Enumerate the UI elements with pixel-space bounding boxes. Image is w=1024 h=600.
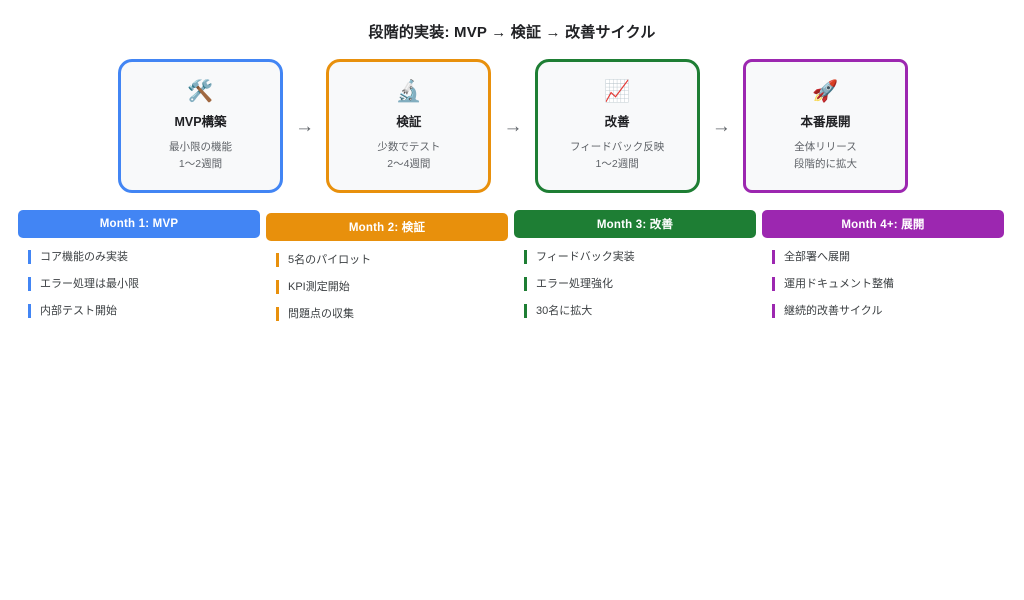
phase-subtext-line2: 段階的に拡大 (793, 158, 857, 170)
month-item-list: コア機能のみ実装 エラー処理は最小限 内部テスト開始 (18, 250, 260, 318)
month-item-list: 5名のパイロット KPI測定開始 問題点の収集 (266, 253, 508, 321)
hammer-and-wrench-icon: 🛠️ (187, 79, 214, 103)
phase-subtext: 最小限の機能 1〜2週間 (169, 139, 232, 173)
arrow-right-icon: → (711, 115, 731, 137)
phase-card-improvement[interactable]: 📈 改善 フィードバック反映 1〜2週間 (534, 59, 700, 193)
phase-subtext: フィードバック反映 1〜2週間 (570, 139, 664, 173)
phase-title: 検証 (396, 115, 422, 129)
month-banner[interactable]: Month 1: MVP (18, 210, 260, 238)
phase-subtext-line1: 少数でテスト (377, 141, 441, 153)
list-item: 内部テスト開始 (28, 304, 260, 318)
chart-increasing-icon: 📈 (604, 79, 631, 103)
list-item: 運用ドキュメント整備 (772, 277, 1004, 291)
list-item: エラー処理強化 (524, 277, 756, 291)
list-item: フィードバック実装 (524, 250, 756, 264)
phase-subtext-line2: 1〜2週間 (595, 158, 639, 170)
phase-card-production[interactable]: 🚀 本番展開 全体リリース 段階的に拡大 (742, 59, 908, 193)
list-item: コア機能のみ実装 (28, 250, 260, 264)
month-item-list: 全部署へ展開 運用ドキュメント整備 継続的改善サイクル (762, 250, 1004, 318)
month-item-list: フィードバック実装 エラー処理強化 30名に拡大 (514, 250, 756, 318)
list-item: 全部署へ展開 (772, 250, 1004, 264)
month-column-1: Month 1: MVP コア機能のみ実装 エラー処理は最小限 内部テスト開始 (18, 210, 260, 318)
month-column-4: Month 4+: 展開 全部署へ展開 運用ドキュメント整備 継続的改善サイクル (762, 210, 1004, 318)
phase-subtext-line1: 最小限の機能 (169, 141, 232, 153)
month-timeline-row: Month 1: MVP コア機能のみ実装 エラー処理は最小限 内部テスト開始 … (18, 210, 1006, 321)
phase-flow-row: 🛠️ MVP構築 最小限の機能 1〜2週間 → 🔬 検証 少数でテスト 2〜4週… (118, 57, 908, 195)
phase-subtext-line1: 全体リリース (794, 141, 857, 153)
list-item: エラー処理は最小限 (28, 277, 260, 291)
arrow-right-icon: → (295, 115, 315, 137)
page-title: 段階的実装: MVP → 検証 → 改善サイクル (368, 24, 656, 41)
list-item: 5名のパイロット (276, 253, 508, 267)
phase-subtext: 全体リリース 段階的に拡大 (794, 139, 857, 173)
list-item: 継続的改善サイクル (772, 304, 1004, 318)
phase-title: 改善 (604, 115, 630, 129)
month-banner[interactable]: Month 2: 検証 (266, 213, 508, 241)
phase-card-validation[interactable]: 🔬 検証 少数でテスト 2〜4週間 (326, 59, 492, 193)
list-item: 30名に拡大 (524, 304, 756, 318)
arrow-right-icon: → (503, 115, 523, 137)
phase-title: MVP構築 (174, 115, 227, 129)
phase-title: 本番展開 (800, 115, 851, 129)
phase-subtext: 少数でテスト 2〜4週間 (377, 139, 440, 173)
month-banner[interactable]: Month 3: 改善 (514, 210, 756, 238)
microscope-icon: 🔬 (395, 79, 422, 103)
rocket-icon: 🚀 (812, 79, 839, 103)
phase-subtext-line2: 2〜4週間 (387, 158, 431, 170)
list-item: KPI測定開始 (276, 280, 508, 294)
phase-subtext-line1: フィードバック反映 (570, 141, 665, 153)
month-banner[interactable]: Month 4+: 展開 (762, 210, 1004, 238)
list-item: 問題点の収集 (276, 307, 508, 321)
phase-card-mvp[interactable]: 🛠️ MVP構築 最小限の機能 1〜2週間 (118, 59, 283, 193)
month-column-2: Month 2: 検証 5名のパイロット KPI測定開始 問題点の収集 (266, 210, 508, 321)
month-column-3: Month 3: 改善 フィードバック実装 エラー処理強化 30名に拡大 (514, 210, 756, 318)
phase-subtext-line2: 1〜2週間 (178, 158, 223, 170)
